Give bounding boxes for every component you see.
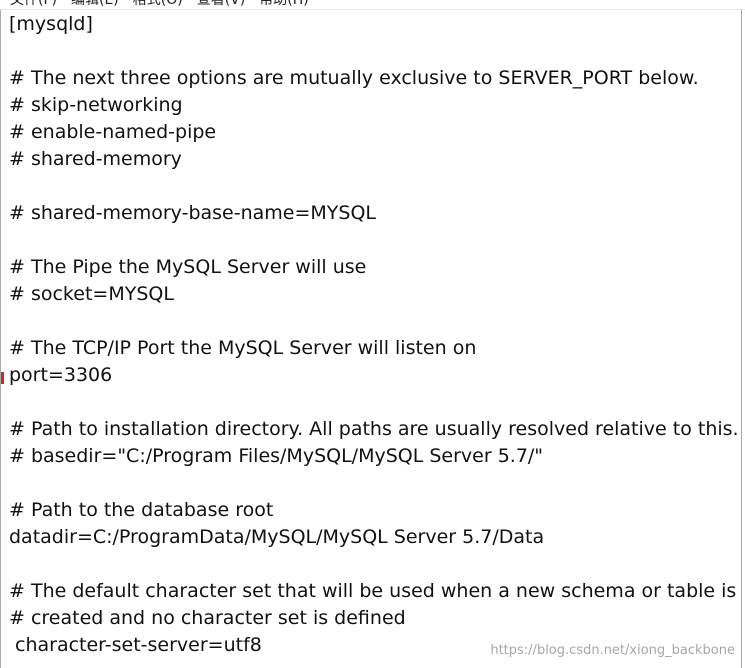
text-line: # The default character set that will be… [9, 580, 737, 602]
text-line: # skip-networking [9, 94, 183, 116]
text-line: # shared-memory [9, 148, 182, 170]
text-line: # shared-memory-base-name=MYSQL [9, 202, 377, 224]
menu-file[interactable]: 文件(F) [10, 0, 57, 8]
menu-format[interactable]: 格式(O) [132, 0, 183, 8]
text-line: character-set-server=utf8 [15, 634, 262, 656]
text-line: # Path to installation directory. All pa… [9, 418, 739, 440]
text-line: datadir=C:/ProgramData/MySQL/MySQL Serve… [9, 526, 545, 548]
text-line: # socket=MYSQL [9, 283, 174, 305]
menu-bar: 文件(F) 编辑(E) 格式(O) 查看(V) 帮助(H) [0, 0, 745, 10]
text-editor-area[interactable]: [mysqld] # The next three options are mu… [0, 10, 742, 668]
menu-help[interactable]: 帮助(H) [259, 0, 309, 8]
text-line: # basedir="C:/Program Files/MySQL/MySQL … [9, 445, 544, 467]
edge-marker [1, 372, 4, 384]
text-line: port=3306 [9, 364, 113, 386]
menu-edit[interactable]: 编辑(E) [70, 0, 119, 8]
watermark-text: https://blog.csdn.net/xiong_backbone [490, 643, 735, 658]
menu-view[interactable]: 查看(V) [196, 0, 246, 8]
text-line: # The next three options are mutually ex… [9, 67, 699, 89]
text-line: # created and no character set is define… [9, 607, 406, 629]
text-line: # Path to the database root [9, 499, 274, 521]
text-line: # enable-named-pipe [9, 121, 217, 143]
text-line: [mysqld] [9, 13, 93, 35]
text-line: # The Pipe the MySQL Server will use [9, 256, 367, 278]
text-line: # The TCP/IP Port the MySQL Server will … [9, 337, 477, 359]
